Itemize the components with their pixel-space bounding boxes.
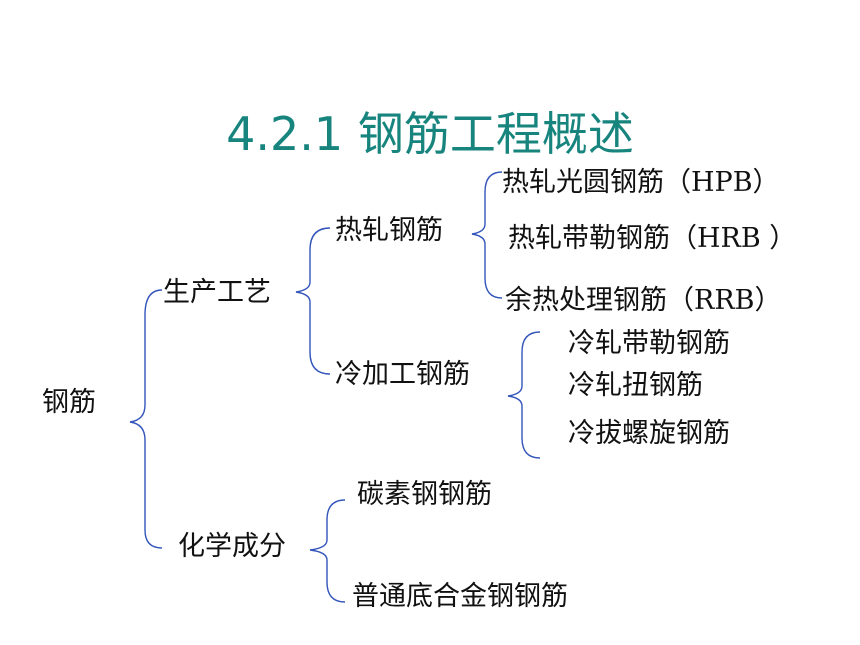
- node-cold-worked: 冷加工钢筋: [335, 359, 470, 390]
- root-node-rebar: 钢筋: [42, 387, 96, 418]
- bracket-cold-worked: [507, 331, 541, 459]
- leaf-composition-item: 普通底合金钢钢筋: [352, 581, 568, 612]
- bracket-hot-rolled: [471, 171, 503, 299]
- bracket-composition: [309, 499, 346, 603]
- page-title: 4.2.1 钢筋工程概述: [226, 107, 634, 161]
- node-hot-rolled: 热轧钢筋: [335, 215, 443, 246]
- leaf-cold-worked-item: 冷轧扭钢筋: [568, 370, 703, 401]
- leaf-hot-rolled-item: 热轧带勒钢筋（HRB ）: [508, 223, 797, 254]
- leaf-hot-rolled-item: 余热处理钢筋（RRB）: [505, 285, 782, 316]
- bracket-root: [129, 289, 163, 549]
- leaf-cold-worked-item: 冷轧带勒钢筋: [568, 328, 730, 359]
- bracket-production: [295, 227, 331, 375]
- leaf-composition-item: 碳素钢钢筋: [357, 479, 492, 510]
- leaf-hot-rolled-item: 热轧光圆钢筋（HPB）: [502, 167, 780, 198]
- leaf-cold-worked-item: 冷拔螺旋钢筋: [568, 418, 730, 449]
- node-production-process: 生产工艺: [163, 277, 271, 308]
- node-chemical-composition: 化学成分: [178, 531, 286, 562]
